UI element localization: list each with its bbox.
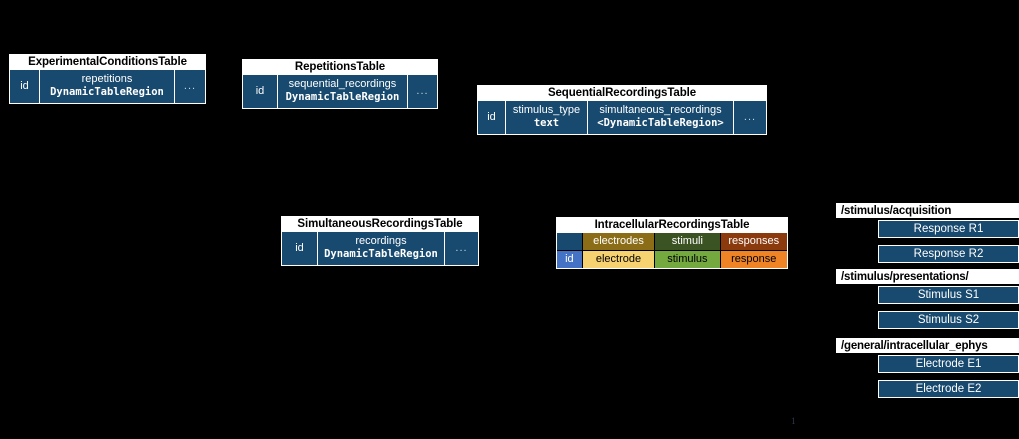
entity-title: RepetitionsTable [243,60,437,75]
column-cell-stimulus-type[interactable]: stimulus_type text [506,101,588,134]
entity-title: ExperimentalConditionsTable [10,55,205,70]
column-label: ... [416,84,429,97]
column-cell-recordings[interactable]: recordings DynamicTableRegion [318,232,445,265]
column-label: repetitions [81,73,133,85]
group-stimulus-presentations: /stimulus/presentations/ Stimulus S1 Sti… [836,269,1019,329]
column-label: id [255,84,265,97]
group-object-response-r1[interactable]: Response R1 [878,220,1019,238]
entity-intracellular-recordings-table[interactable]: IntracellularRecordingsTable electrodes … [556,217,788,269]
value-label: id [565,253,574,265]
column-cell-sequential-recordings[interactable]: sequential_recordings DynamicTableRegion [278,75,408,108]
column-cell-id[interactable]: id [478,101,506,134]
column-label: stimulus_type [512,104,581,116]
group-object-stimulus-s1[interactable]: Stimulus S1 [878,286,1019,304]
column-cell-repetitions[interactable]: repetitions DynamicTableRegion [40,70,175,103]
column-label: ... [455,241,468,254]
category-label: stimuli [671,235,703,247]
group-general-intracellular-ephys: /general/intracellular_ephys Electrode E… [836,338,1019,398]
entity-title: SequentialRecordingsTable [478,86,766,101]
group-object-label: Stimulus S2 [917,314,980,326]
group-path-label: /stimulus/acquisition [836,203,1019,218]
value-cell-response[interactable]: response [720,251,787,268]
column-cell-ellipsis[interactable]: ... [734,101,766,134]
group-object-electrode-e1[interactable]: Electrode E1 [878,355,1019,373]
column-type: DynamicTableRegion [285,91,400,103]
group-path-label: /stimulus/presentations/ [836,269,1019,284]
column-label: ... [183,79,197,92]
entity-columns-row: id recordings DynamicTableRegion ... [282,232,478,265]
column-cell-simultaneous-recordings[interactable]: simultaneous_recordings <DynamicTableReg… [588,101,734,134]
column-cell-id[interactable]: id [10,70,40,103]
group-object-label: Electrode E1 [915,358,982,370]
value-cell-stimulus[interactable]: stimulus [655,251,721,268]
entity-repetitions-table[interactable]: RepetitionsTable id sequential_recording… [242,59,438,109]
column-cell-ellipsis[interactable]: ... [408,75,437,108]
column-type: <DynamicTableRegion> [597,117,724,129]
column-cell-ellipsis[interactable]: ... [445,232,478,265]
value-cell-electrode[interactable]: electrode [582,251,656,268]
value-row: id electrode stimulus response [557,251,787,268]
category-cell-stimuli[interactable]: stimuli [655,233,721,250]
column-label: simultaneous_recordings [599,104,722,116]
column-label: id [295,241,304,254]
entity-title: SimultaneousRecordingsTable [282,217,478,232]
column-type: DynamicTableRegion [324,248,438,260]
page-number: 1 [791,416,796,426]
value-label: response [731,253,777,265]
column-cell-id[interactable]: id [282,232,318,265]
column-cell-ellipsis[interactable]: ... [175,70,205,103]
category-row: electrodes stimuli responses [557,233,787,251]
category-cell-electrodes[interactable]: electrodes [582,233,656,250]
group-object-label: Response R1 [913,223,984,235]
entity-columns-row: id repetitions DynamicTableRegion ... [10,70,205,103]
category-label: electrodes [593,235,644,247]
column-cell-id[interactable]: id [243,75,278,108]
group-path-label: /general/intracellular_ephys [836,338,1019,353]
column-label: id [487,110,496,123]
entity-sequential-recordings-table[interactable]: SequentialRecordingsTable id stimulus_ty… [477,85,767,135]
value-cell-id[interactable]: id [557,251,583,268]
column-type: text [533,117,560,129]
column-label: id [20,79,29,92]
group-object-label: Stimulus S1 [917,289,980,301]
value-label: electrode [595,253,642,265]
column-label: ... [743,110,757,123]
entity-columns-row: id stimulus_type text simultaneous_recor… [478,101,766,134]
group-stimulus-acquisition: /stimulus/acquisition Response R1 Respon… [836,203,1019,263]
category-cell-responses[interactable]: responses [720,233,787,250]
entity-title: IntracellularRecordingsTable [557,218,787,233]
entity-columns-row: id sequential_recordings DynamicTableReg… [243,75,437,108]
entity-experimental-conditions-table[interactable]: ExperimentalConditionsTable id repetitio… [9,54,206,104]
value-label: stimulus [667,253,708,265]
column-label: recordings [355,235,407,247]
group-object-electrode-e2[interactable]: Electrode E2 [878,380,1019,398]
column-type: DynamicTableRegion [50,86,164,98]
entity-simultaneous-recordings-table[interactable]: SimultaneousRecordingsTable id recording… [281,216,479,266]
group-object-label: Response R2 [913,248,984,260]
column-label: sequential_recordings [288,78,397,90]
category-label: responses [728,235,780,247]
category-cell-blank[interactable] [557,233,583,250]
group-object-label: Electrode E2 [915,383,982,395]
group-object-stimulus-s2[interactable]: Stimulus S2 [878,311,1019,329]
group-object-response-r2[interactable]: Response R2 [878,245,1019,263]
